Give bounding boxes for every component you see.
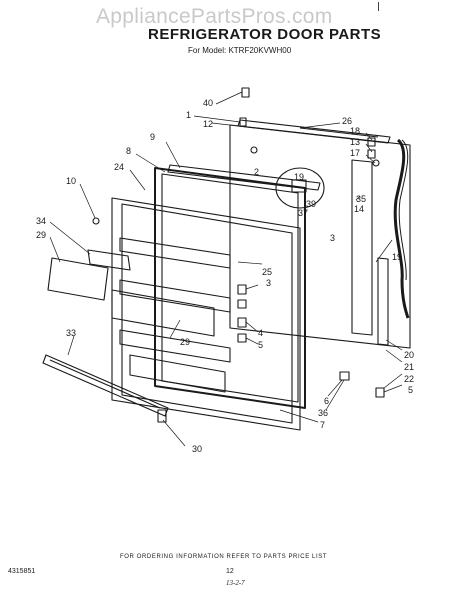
callout: 2 — [254, 167, 259, 177]
callout: 5 — [408, 385, 413, 395]
callout: 6 — [324, 396, 329, 406]
callout: 13 — [350, 137, 360, 147]
callout: 21 — [404, 362, 414, 372]
callout: 25 — [262, 267, 272, 277]
watermark: AppliancePartsPros.com — [96, 5, 333, 28]
corner-mark — [378, 2, 379, 11]
page-number: 12 — [226, 568, 234, 575]
callout: 34 — [36, 216, 46, 226]
callout: 19 — [392, 252, 402, 262]
callout: 30 — [192, 444, 202, 454]
callout: 3 — [266, 278, 271, 288]
dairy-door — [87, 249, 131, 271]
ordering-note: FOR ORDERING INFORMATION REFER TO PARTS … — [120, 554, 328, 560]
side-trim-strip — [351, 159, 373, 336]
callout: 40 — [203, 98, 213, 108]
callout: 26 — [342, 116, 352, 126]
callout: 39 — [306, 199, 316, 209]
callout: 29 — [36, 230, 46, 240]
door-outer-panel — [229, 124, 411, 349]
lower-handle — [377, 257, 389, 346]
callout: 20 — [404, 350, 414, 360]
callout: 35 — [356, 194, 366, 204]
callout: 8 — [126, 146, 131, 156]
callout: 36 — [318, 408, 328, 418]
diagram-title: REFRIGERATOR DOOR PARTS — [148, 26, 382, 43]
breaker-strip — [167, 164, 321, 191]
callout: 33 — [66, 328, 76, 338]
model-line: For Model: KTRF20KVWH00 — [188, 46, 292, 55]
callout-labels: 40 1 12 26 18 13 17 35 14 19 39 37 2 9 8… — [36, 98, 414, 454]
bottom-rail — [42, 354, 169, 417]
door-liner — [111, 197, 301, 431]
door-gasket — [154, 167, 306, 409]
callout: 7 — [320, 420, 325, 430]
top-trim-strip — [237, 119, 391, 144]
callout: 3 — [330, 233, 335, 243]
callout: 19 — [294, 172, 304, 182]
callout: 1 — [186, 110, 191, 120]
callout: 5 — [258, 340, 263, 350]
date-mark: 13-2-7 — [226, 579, 245, 587]
detail-inset — [275, 167, 325, 209]
callout: 4 — [258, 328, 263, 338]
callout: 22 — [404, 374, 414, 384]
lower-shelf — [119, 329, 231, 363]
middle-shelf — [119, 279, 231, 313]
hinge-cap — [241, 87, 250, 98]
callout: 24 — [114, 162, 124, 172]
callout: 18 — [350, 126, 360, 136]
callout: 37 — [298, 208, 308, 218]
upper-shelf — [119, 237, 231, 269]
callout: 12 — [203, 119, 213, 129]
callout: 17 — [350, 148, 360, 158]
callout: 14 — [354, 204, 364, 214]
callout: 10 — [66, 176, 76, 186]
handle-strip — [393, 138, 410, 319]
part-code: 4315851 — [8, 568, 36, 575]
callout: 9 — [150, 132, 155, 142]
callout: 29 — [180, 337, 190, 347]
door-bin-middle — [111, 289, 215, 337]
door-bin-left — [47, 257, 109, 301]
